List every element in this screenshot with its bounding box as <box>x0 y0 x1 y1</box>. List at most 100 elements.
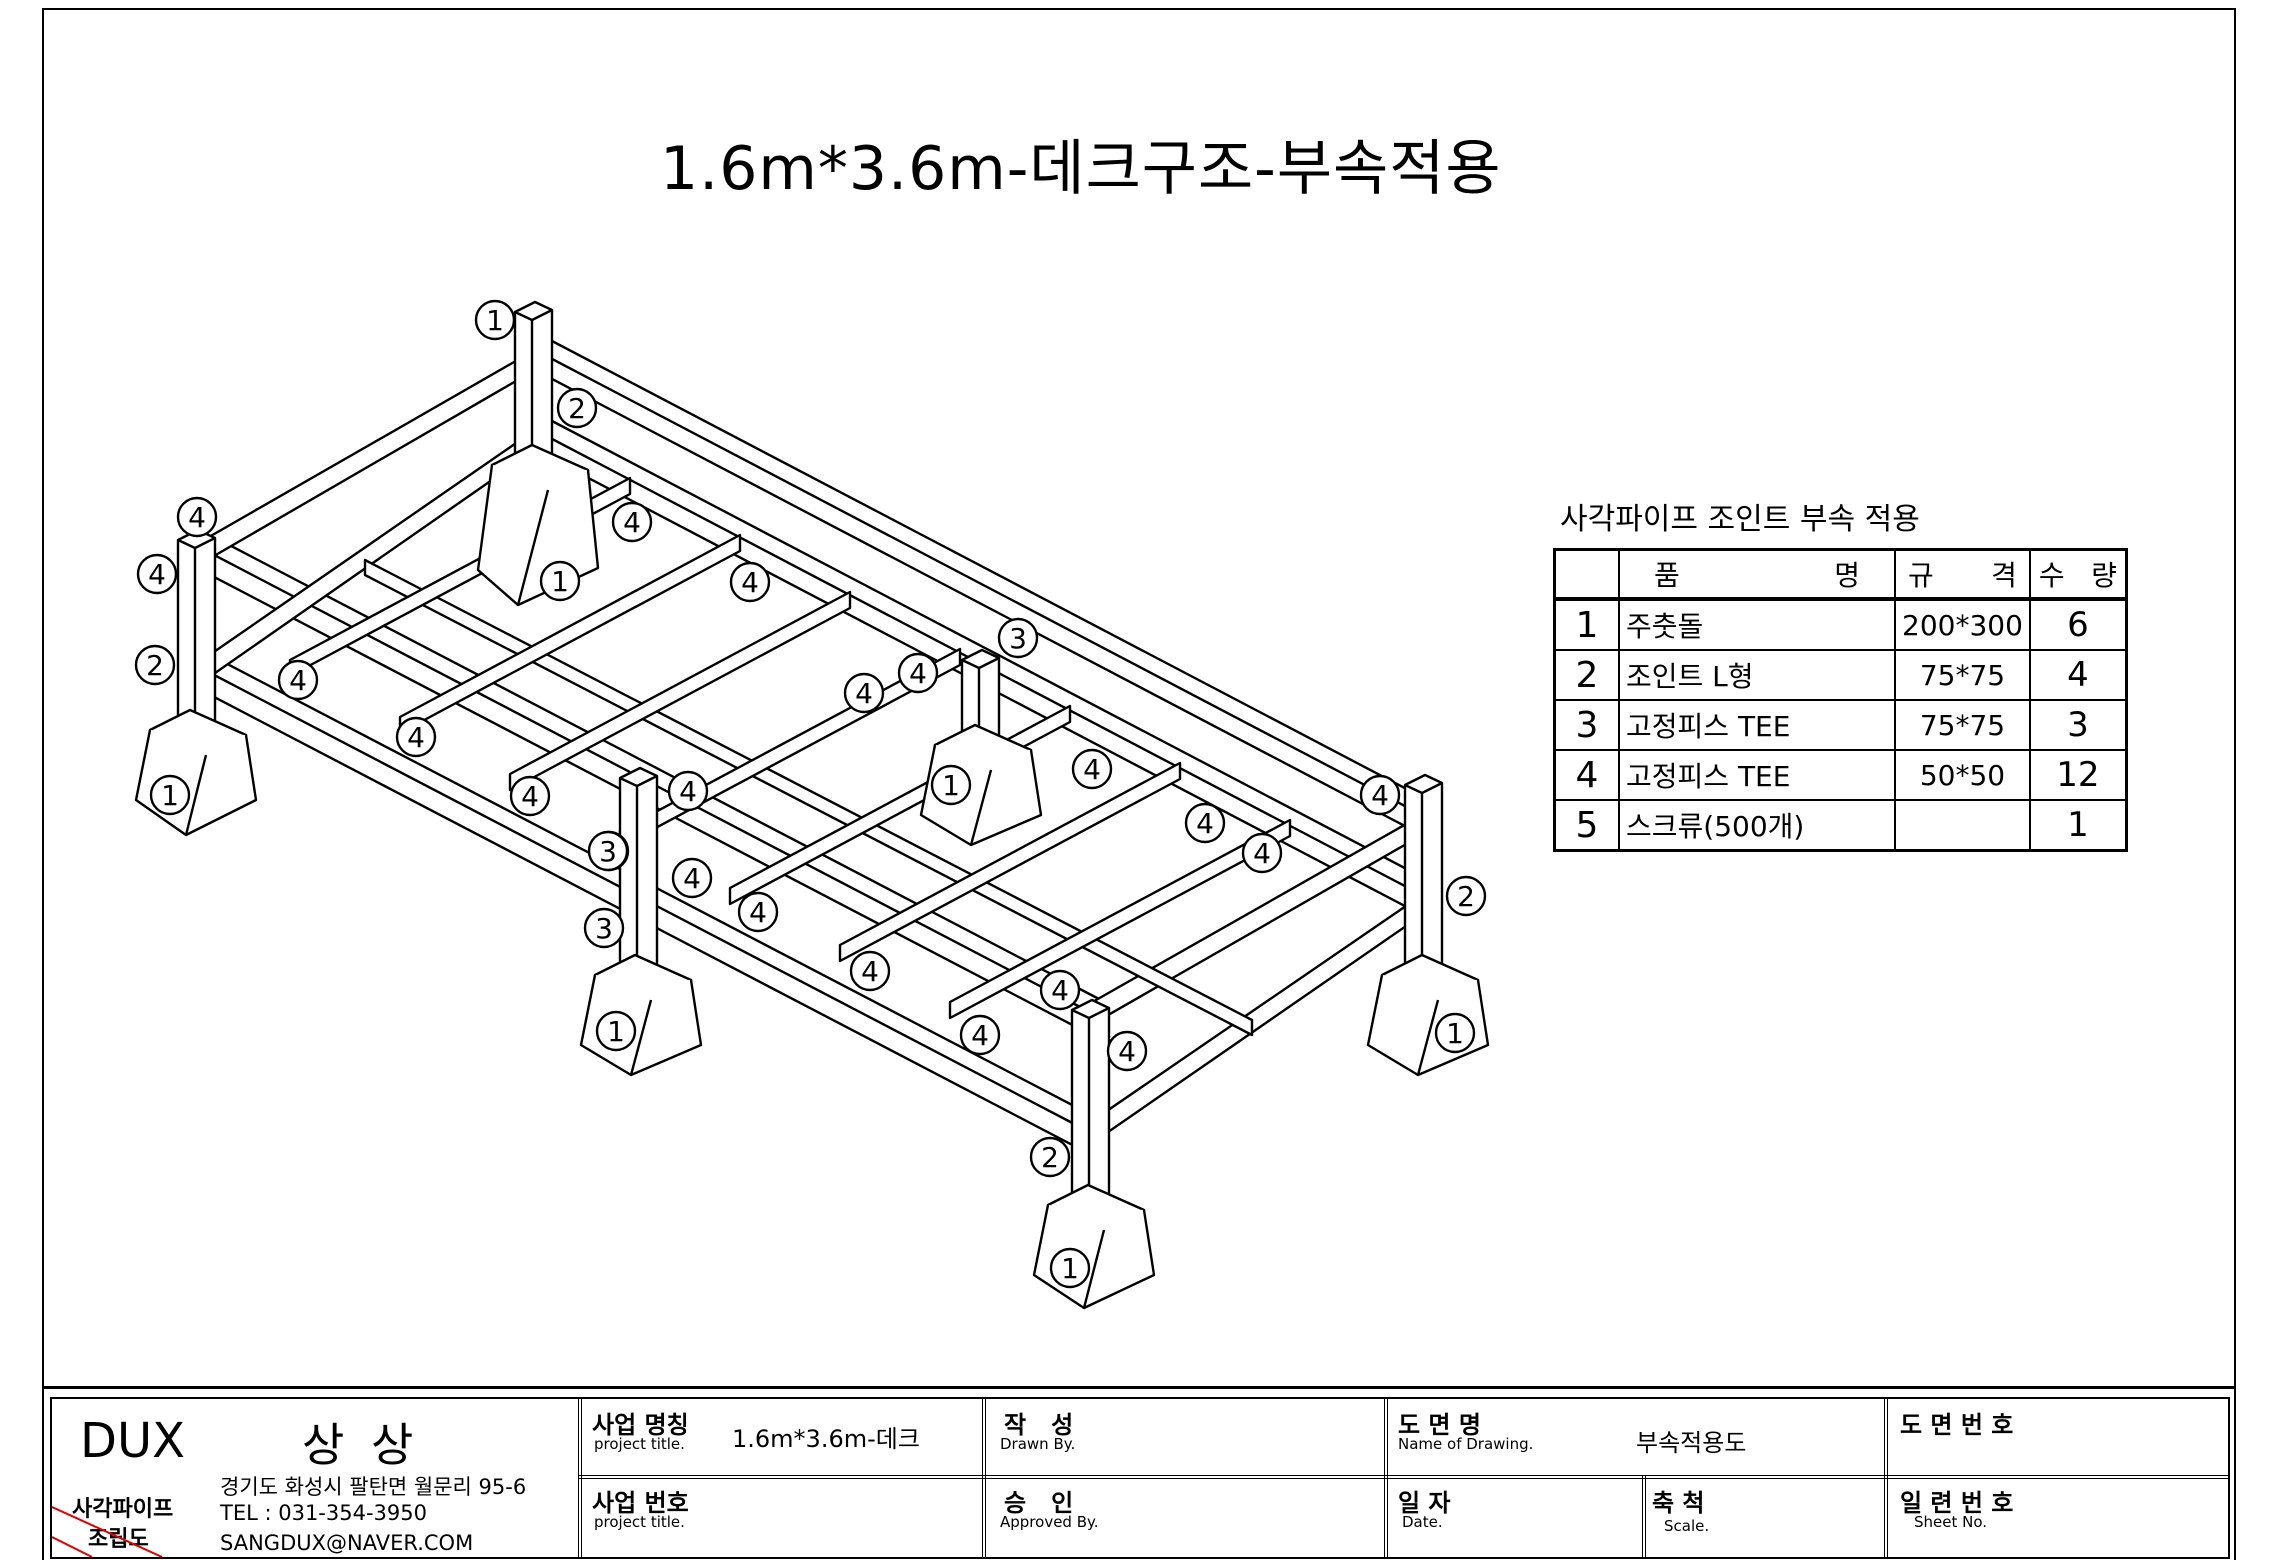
svg-text:4: 4 <box>1371 779 1389 812</box>
project-name-value: 1.6m*3.6m-데크 <box>732 1425 920 1453</box>
callout-4: 4 <box>843 672 885 714</box>
row-spec: 75*75 <box>1894 699 2031 751</box>
scale-label-en: Scale. <box>1664 1517 1710 1535</box>
drawing-name-label-en: Name of Drawing. <box>1398 1435 1534 1453</box>
callout-4: 4 <box>1106 1030 1148 1072</box>
callout-3: 3 <box>997 617 1039 659</box>
callout-4: 4 <box>1241 832 1283 874</box>
row-no: 1 <box>1553 598 1620 651</box>
svg-text:4: 4 <box>521 780 539 813</box>
drawn-by-label-en: Drawn By. <box>1000 1435 1076 1453</box>
callout-2: 2 <box>134 644 176 686</box>
scale-label: 축 척 <box>1652 1489 1705 1517</box>
drawing-name-value: 부속적용도 <box>1636 1429 1747 1457</box>
table-row: 3 고정피스 TEE 75*75 3 <box>1553 699 2128 751</box>
sheet-no-label-en: Sheet No. <box>1914 1513 1988 1531</box>
svg-text:4: 4 <box>289 664 307 697</box>
logo-line-2: 조립도 <box>88 1527 149 1552</box>
callout-4: 4 <box>737 891 779 933</box>
callout-2: 2 <box>1445 875 1487 917</box>
svg-text:4: 4 <box>1196 807 1214 840</box>
svg-text:4: 4 <box>749 896 767 929</box>
company-email: SANGDUX@NAVER.COM <box>220 1531 474 1555</box>
callout-4: 4 <box>1071 748 1113 790</box>
callout-markers: 12414421443444424144343442441444121 <box>134 299 1487 1289</box>
svg-text:2: 2 <box>1457 880 1475 913</box>
callout-4: 4 <box>849 950 891 992</box>
callout-1: 1 <box>149 774 191 816</box>
svg-text:4: 4 <box>909 657 927 690</box>
row-spec: 75*75 <box>1894 649 2031 701</box>
row-no: 5 <box>1553 799 1620 852</box>
callout-1: 1 <box>539 560 581 602</box>
row-qty: 3 <box>2028 699 2128 751</box>
callout-4: 4 <box>277 659 319 701</box>
row-qty: 4 <box>2028 649 2128 701</box>
callout-4: 4 <box>959 1014 1001 1056</box>
callout-4: 4 <box>667 770 709 812</box>
approved-by-label: 승 인 <box>1004 1489 1074 1517</box>
middle-long-rail <box>363 558 1254 1037</box>
row-name: 스크류(500개) <box>1618 799 1896 852</box>
callout-1: 1 <box>1049 1247 1091 1289</box>
company-korean-name: 상 상 <box>302 1418 420 1472</box>
callout-4: 4 <box>509 775 551 817</box>
company-logo-text: DUX <box>80 1413 185 1469</box>
svg-text:4: 4 <box>861 955 879 988</box>
svg-text:1: 1 <box>607 1015 625 1048</box>
svg-text:2: 2 <box>1041 1141 1059 1174</box>
callout-4: 4 <box>1184 802 1226 844</box>
table-row: 5 스크류(500개) 1 <box>1553 799 2128 852</box>
row-spec <box>1894 799 2031 852</box>
project-no-label-en: project title. <box>594 1513 685 1531</box>
date-label: 일 자 <box>1398 1489 1451 1517</box>
row-no: 3 <box>1553 699 1620 751</box>
row-qty: 6 <box>2028 598 2128 651</box>
row-name: 조인트 L형 <box>1618 649 1896 701</box>
callout-4: 4 <box>729 561 771 603</box>
company-address: 경기도 화성시 팔탄면 월문리 95-6 <box>220 1475 527 1499</box>
svg-text:1: 1 <box>942 769 960 802</box>
parts-table-caption: 사각파이프 조인트 부속 적용 <box>1560 502 1920 537</box>
svg-text:4: 4 <box>1118 1035 1136 1068</box>
drawing-title: 1.6m*3.6m-데크구조-부속적용 <box>660 134 1502 204</box>
callout-1: 1 <box>474 299 516 341</box>
row-name: 주춧돌 <box>1618 598 1896 651</box>
callout-4: 4 <box>136 553 178 595</box>
callout-4: 4 <box>176 496 218 538</box>
footing-stones <box>134 443 1490 1310</box>
row-spec: 50*50 <box>1894 749 2031 801</box>
svg-text:4: 4 <box>971 1019 989 1052</box>
project-name-label-en: project title. <box>594 1435 685 1453</box>
row-qty: 12 <box>2028 749 2128 801</box>
svg-text:2: 2 <box>568 392 586 425</box>
table-row: 4 고정피스 TEE 50*50 12 <box>1553 749 2128 801</box>
callout-4: 4 <box>671 857 713 899</box>
callout-1: 1 <box>595 1010 637 1052</box>
callout-3: 3 <box>583 907 625 949</box>
svg-text:4: 4 <box>741 566 759 599</box>
row-name: 고정피스 TEE <box>1618 749 1896 801</box>
logo-line-1: 사각파이프 <box>72 1497 174 1522</box>
callout-4: 4 <box>611 501 653 543</box>
callout-4: 4 <box>1359 774 1401 816</box>
callout-1: 1 <box>1434 1012 1476 1054</box>
row-no: 4 <box>1553 749 1620 801</box>
svg-text:2: 2 <box>146 649 164 682</box>
svg-text:4: 4 <box>683 862 701 895</box>
svg-text:3: 3 <box>599 835 617 868</box>
callout-1: 1 <box>930 764 972 806</box>
svg-text:4: 4 <box>1051 974 1069 1007</box>
svg-text:3: 3 <box>595 912 613 945</box>
table-row: 1 주춧돌 200*300 6 <box>1553 598 2128 651</box>
title-block: DUX 상 상 경기도 화성시 팔탄면 월문리 95-6 TEL : 031-3… <box>42 1386 2234 1559</box>
svg-text:1: 1 <box>486 304 504 337</box>
drawn-by-label: 작 성 <box>1004 1411 1074 1439</box>
svg-text:4: 4 <box>855 677 873 710</box>
svg-text:1: 1 <box>1061 1252 1079 1285</box>
